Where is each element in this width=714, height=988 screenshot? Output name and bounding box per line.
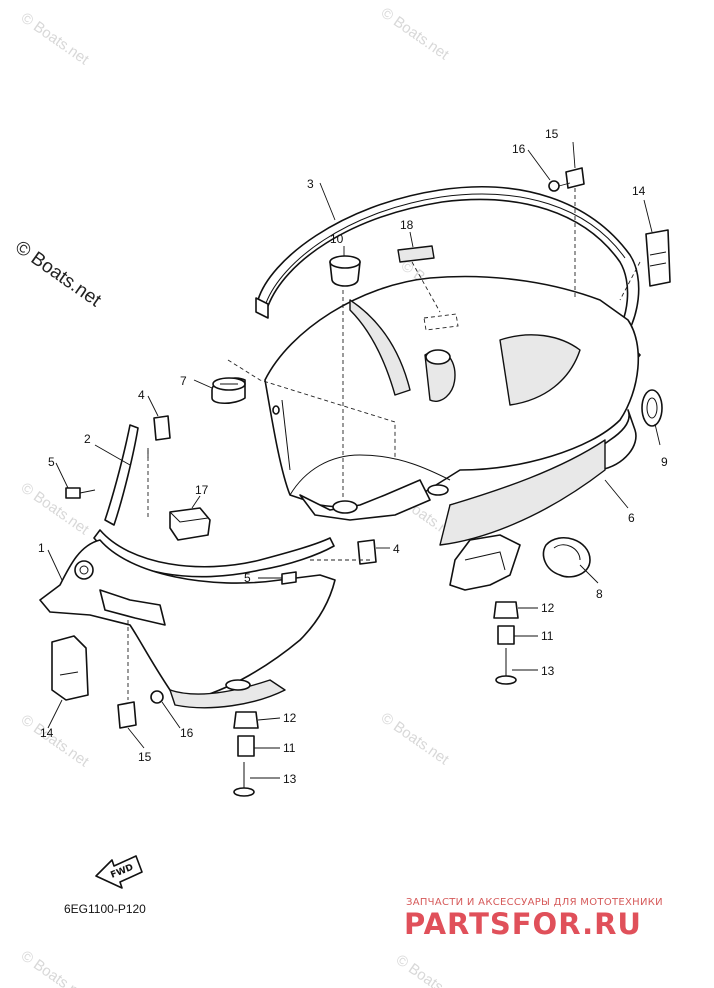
callout-15-bottom: 15 [138,750,152,764]
part-1-apron-left [39,539,336,709]
part-14-latch-left [51,635,89,701]
callout-13-left: 13 [283,772,297,786]
assembly-lines [127,188,641,700]
callout-16-top: 16 [512,142,526,156]
callout-14-top: 14 [632,184,646,198]
mount-stack-left [233,711,259,797]
part-16-screw-top [548,180,571,192]
part-14-latch-top [645,229,671,287]
part-18-label [397,245,459,331]
part-4-nut-right [357,539,377,565]
part-2-seal-left [93,424,335,578]
callout-12-left: 12 [283,711,297,725]
part-16-screw-bottom [150,690,164,704]
fwd-arrow: FWD [95,855,143,889]
bottom-cowling-body [264,275,640,521]
part-code: 6EG1100-P120 [64,902,146,916]
part-5-bolt-left [65,487,96,499]
watermark-9: © Boats.net [393,951,468,988]
leader-lines [47,141,661,779]
part-17-pad [169,507,211,541]
callout-11-left: 11 [283,741,296,755]
callout-5-left: 5 [48,455,55,469]
part-15-clip-bottom [117,701,137,729]
callout-6: 6 [628,511,635,525]
callout-16-bottom: 16 [180,726,194,740]
callout-15-top: 15 [545,127,559,141]
watermark-8: © Boats.net [18,947,93,988]
part-7-grommet [211,377,246,405]
ad-tagline: ЗАПЧАСТИ И АКСЕССУАРЫ ДЛЯ МОТОТЕХНИКИ [406,897,663,908]
mount-stack-right [493,601,519,685]
callout-8: 8 [596,587,603,601]
part-15-clip-top [565,167,585,189]
part-10-plug [329,255,361,287]
callout-4-top: 4 [138,388,145,402]
callout-17: 17 [195,483,209,497]
callout-3: 3 [307,177,314,191]
watermark-6: © Boats.net [18,711,93,770]
callout-9: 9 [661,455,668,469]
callout-7: 7 [180,374,187,388]
part-5-bolt-center [281,571,297,585]
callouts: 3 10 18 15 16 14 7 4 2 5 17 9 6 1 4 5 8 … [38,127,668,786]
callout-12-right: 12 [541,601,555,615]
part-8-grommet [542,536,591,578]
partsfor-ad: ЗАПЧАСТИ И АКСЕССУАРЫ ДЛЯ МОТОТЕХНИКИ PA… [404,897,663,941]
callout-5-center: 5 [244,571,251,585]
ad-logo: PARTSFOR.RU [404,907,642,941]
callout-14-left: 14 [40,726,54,740]
part-9-grommet [641,389,663,427]
front-bracket-right [449,534,521,591]
watermark-large: © Boats.net [11,237,105,312]
callout-4-right: 4 [393,542,400,556]
callout-11-right: 11 [541,629,554,643]
watermark-1: © Boats.net [18,9,93,68]
watermark-2: © Boats.net [378,4,453,63]
callout-18: 18 [400,218,414,232]
part-4-nut-top [153,415,171,441]
callout-10: 10 [330,232,344,246]
watermark-7: © Boats.net [378,709,453,768]
watermark-4: © Boats.net [18,479,93,538]
callout-2: 2 [84,432,91,446]
callout-1: 1 [38,541,45,555]
callout-13-right: 13 [541,664,555,678]
